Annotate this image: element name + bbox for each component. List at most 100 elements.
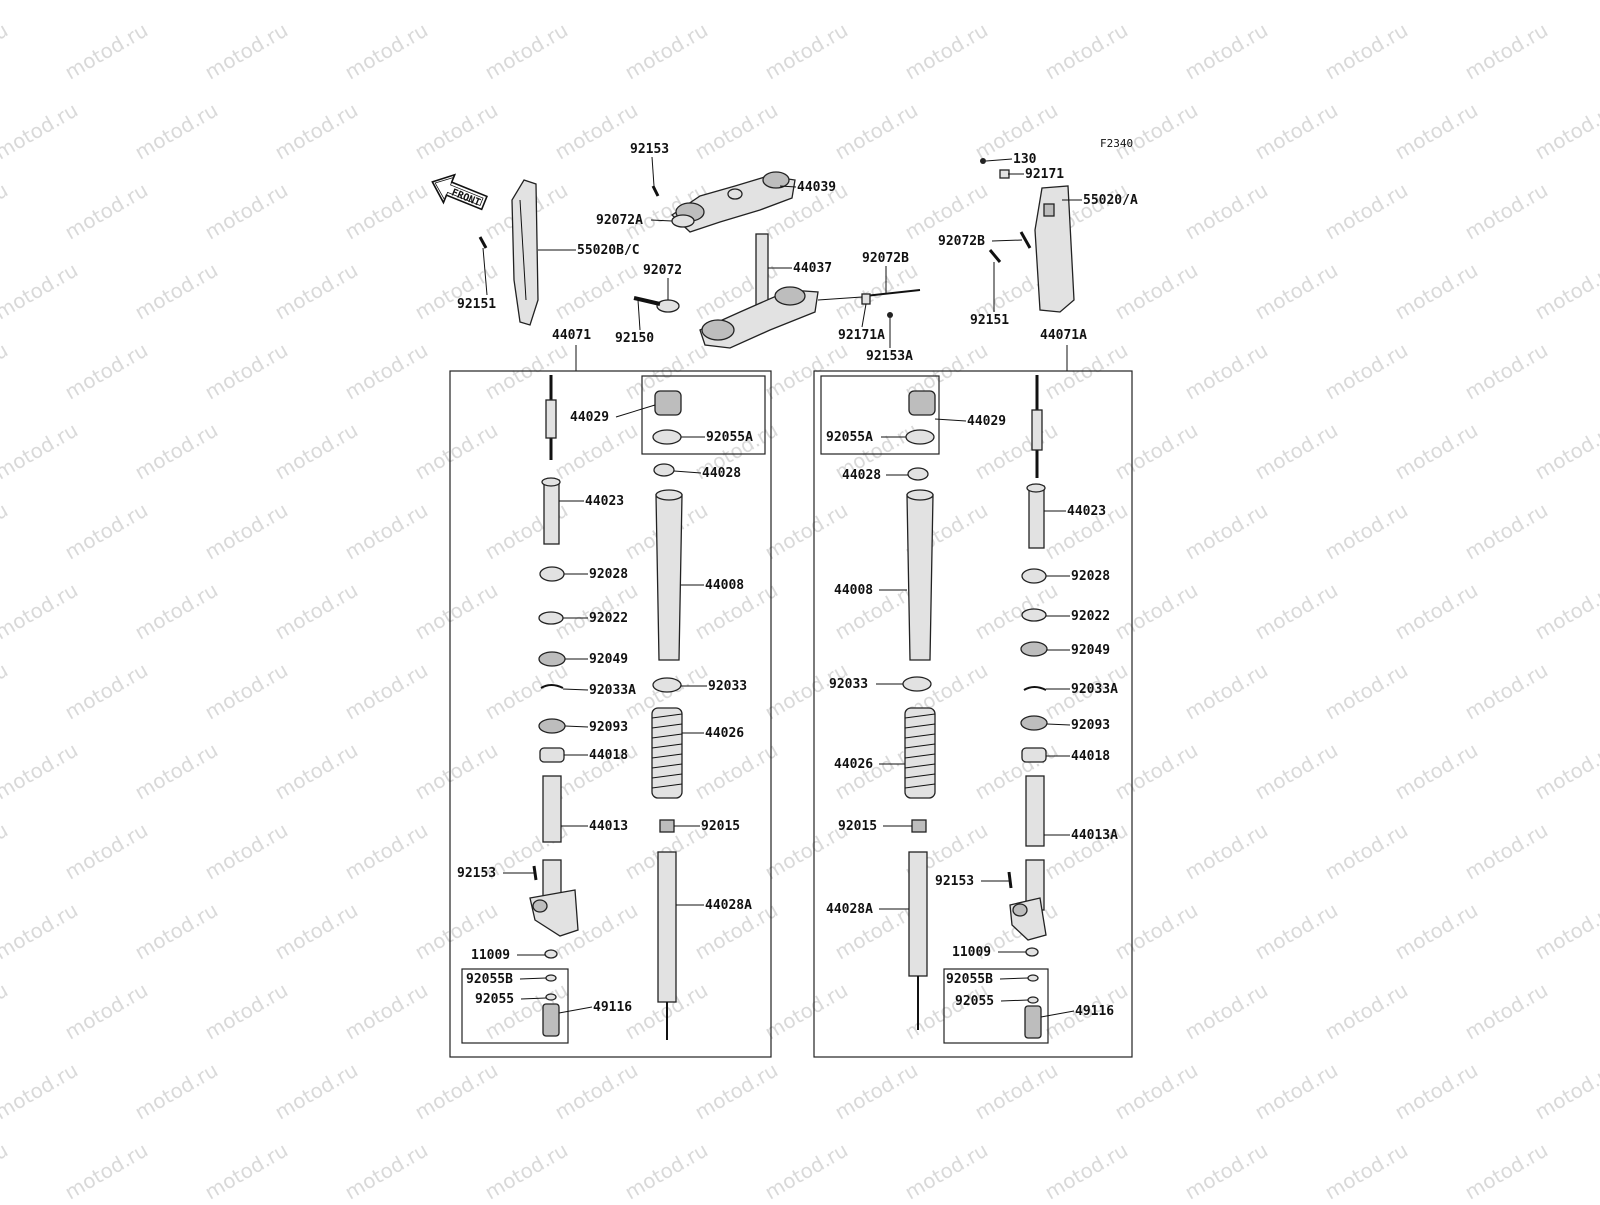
bolt-92153-left [534,866,536,880]
watermark-text: motod.ru [1391,898,1482,965]
watermark-text: motod.ru [1391,258,1482,325]
label-r92022: 92022 [1071,609,1110,624]
watermark-text: motod.ru [691,0,782,4]
watermark-text: motod.ru [131,898,222,965]
watermark-text: motod.ru [411,418,502,485]
watermark-text: motod.ru [0,98,82,165]
watermark-text: motod.ru [1111,258,1202,325]
label-44071: 44071 [552,328,591,343]
axle-holder-right [1010,860,1046,940]
top-labels: 92153 44039 92072A 44037 92072 92072B 92… [457,142,1138,371]
label-l49116: 49116 [593,1000,632,1015]
watermark-text: motod.ru [1461,818,1552,885]
watermark-text: motod.ru [0,258,82,325]
watermark-text: motod.ru [1391,418,1482,485]
label-r92055b: 92055B [946,972,993,987]
front-arrow-icon: FRONT [427,168,490,217]
watermark-text: motod.ru [411,0,502,4]
tube-44013-left [543,776,561,842]
label-l92033a: 92033A [589,683,636,698]
bolt-92153-top [653,186,658,196]
watermark-text: motod.ru [61,338,152,405]
watermark-text: motod.ru [271,258,362,325]
watermark-text: motod.ru [1181,18,1272,85]
ring-92028-right [1022,569,1046,583]
watermark-text: motod.ru [761,498,852,565]
watermark-text: motod.ru [1461,658,1552,725]
watermark-text: motod.ru [1111,418,1202,485]
axle-holder-left [530,860,578,936]
label-l92015: 92015 [701,819,740,834]
seal-92093-left [539,719,565,733]
watermark-text: motod.ru [1321,978,1412,1045]
label-l44028: 44028 [702,466,741,481]
watermark-text: motod.ru [1321,658,1412,725]
watermark-text: motod.ru [201,178,292,245]
label-44039: 44039 [797,180,836,195]
label-r92033a: 92033A [1071,682,1118,697]
watermark-text: motod.ru [411,258,502,325]
watermark-text: motod.ru [1251,898,1342,965]
oring-11009-left [545,950,557,958]
watermark-text: motod.ru [551,0,642,4]
watermark-text: motod.ru [341,978,432,1045]
cartridge-44028a-left [658,852,676,1002]
watermark-text: motod.ru [0,818,12,885]
watermark-text: motod.ru [551,258,642,325]
watermark-text: motod.ru [1251,98,1342,165]
watermark-text: motod.ru [831,98,922,165]
ring-92028-left [540,567,564,581]
watermark-text: motod.ru [971,738,1062,805]
watermark-text: motod.ru [0,1058,82,1125]
label-l44023: 44023 [585,494,624,509]
watermark-text: motod.ru [1461,498,1552,565]
watermark-text: motod.ru [61,818,152,885]
label-r11009: 11009 [952,945,991,960]
seal-92093-right [1021,716,1047,730]
oring-11009-right [1026,948,1038,956]
watermark-text: motod.ru [1531,898,1600,965]
watermark-text: motod.ru [341,18,432,85]
spring-44026-right [905,708,935,798]
watermark-text: motod.ru [1181,178,1272,245]
oring-92033-left [653,678,681,692]
watermark-text: motod.ru [1321,338,1412,405]
fork-guard-right [1035,186,1074,312]
watermark-text: motod.ru [0,898,82,965]
watermark-text: motod.ru [1531,98,1600,165]
watermark-text: motod.ru [271,418,362,485]
watermark-text: motod.ru [0,418,82,485]
watermark-text: motod.ru [271,578,362,645]
watermark-text: motod.ru [0,978,12,1045]
watermark-text: motod.ru [1391,578,1482,645]
watermark-text: motod.ru [61,18,152,85]
label-r44013a: 44013A [1071,828,1118,843]
label-55020bc: 55020B/C [577,243,640,258]
collar-92072 [657,300,679,312]
label-l92055: 92055 [475,992,514,1007]
watermark-text: motod.ru [271,738,362,805]
watermark-text: motod.ru [551,98,642,165]
figure-code: F2340 [1100,137,1133,150]
watermark-text: motod.ru [131,98,222,165]
label-r92028: 92028 [1071,569,1110,584]
watermark-text: motod.ru [0,738,82,805]
watermark-text: motod.ru [761,1138,852,1200]
label-r92093: 92093 [1071,718,1110,733]
label-l44018: 44018 [589,748,628,763]
watermark-text: motod.ru [341,178,432,245]
watermark-text: motod.ru [411,1058,502,1125]
label-r92055a: 92055A [826,430,873,445]
watermark-text: motod.ru [341,1138,432,1200]
watermark-text: motod.ru [131,0,222,4]
label-l92093: 92093 [589,720,628,735]
watermark-text: motod.ru [341,658,432,725]
watermark-text: motod.ru [411,738,502,805]
watermark-text: motod.ru [271,98,362,165]
watermark-text: motod.ru [131,1058,222,1125]
watermark-text: motod.ru [1111,578,1202,645]
watermark-text: motod.ru [901,1138,992,1200]
watermark-text: motod.ru [411,98,502,165]
label-r92015: 92015 [838,819,877,834]
